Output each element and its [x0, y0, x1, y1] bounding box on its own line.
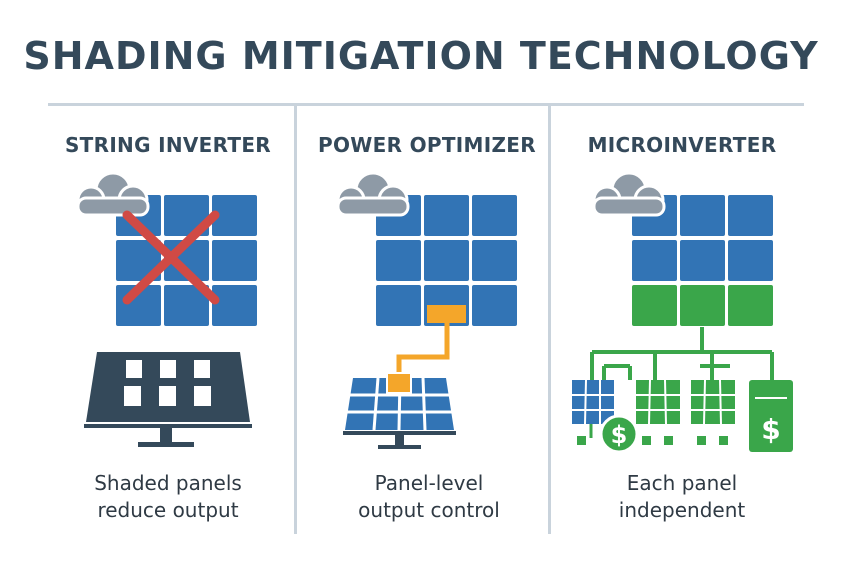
power-optimizer-heading: POWER OPTIMIZER: [318, 133, 536, 157]
microinverter-caption: Each panel independent: [618, 471, 746, 522]
column-divider-1: [294, 106, 297, 534]
svg-text:$: $: [761, 413, 780, 446]
svg-text:$: $: [611, 421, 628, 449]
cloud-icon: [76, 171, 150, 217]
page-title: SHADING MITIGATION TECHNOLOGY: [23, 34, 819, 78]
column-divider-2: [548, 106, 551, 534]
cloud-icon: [592, 171, 666, 217]
cloud-icon: [336, 171, 410, 217]
micro-panel-2: [636, 379, 680, 445]
optimizer-connection: [396, 323, 450, 378]
title-divider: [48, 103, 804, 106]
optimizer-module: [427, 305, 466, 323]
x-mark-icon: [122, 210, 220, 305]
microinverter-heading: MICROINVERTER: [587, 133, 777, 157]
power-optimizer-caption: Panel-level output control: [358, 471, 500, 522]
microinverter-branch-lines: [590, 327, 774, 380]
string-solar-panel-icon: [84, 352, 252, 447]
string-inverter-caption: Shaded panels reduce output: [94, 471, 242, 522]
micro-panel-3: [691, 379, 735, 445]
string-inverter-heading: STRING INVERTER: [64, 133, 272, 157]
dollar-icon: $: [749, 380, 793, 452]
optimizer-panel-grid: [376, 195, 517, 326]
dollar-icon: $: [599, 414, 639, 454]
micro-panel-1: [572, 379, 614, 445]
optimizer-solar-panel-icon: [343, 372, 456, 449]
